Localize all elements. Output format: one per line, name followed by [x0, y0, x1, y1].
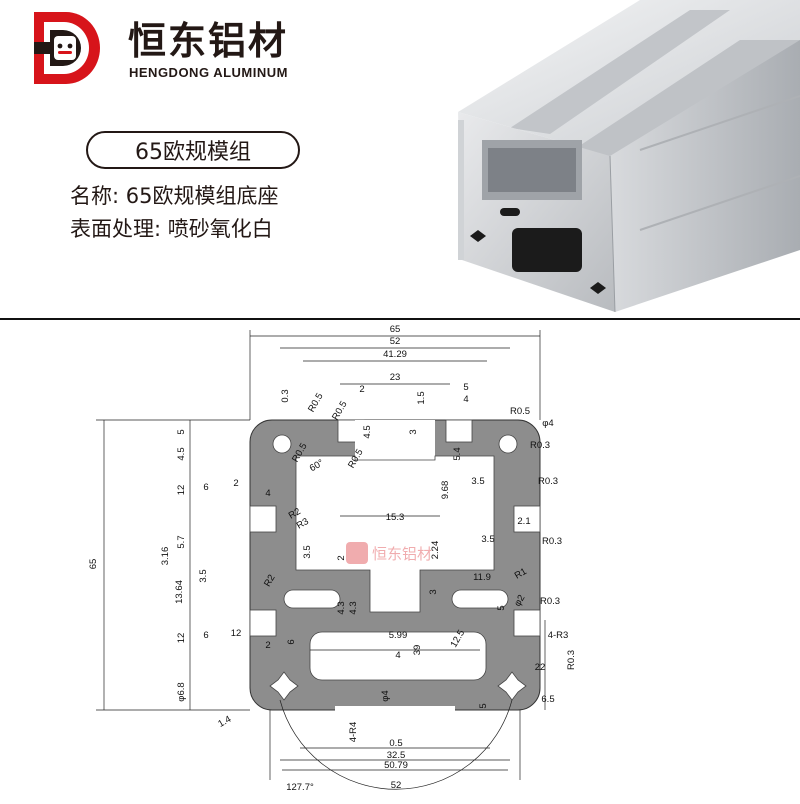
dimension-label: 3.5 [198, 569, 209, 582]
dimension-label: 9.68 [440, 481, 451, 500]
profile-3d-render [440, 0, 800, 318]
watermark-logo: 恒东铝材 [346, 542, 432, 564]
dimension-label: R2 [287, 506, 303, 522]
dimension-label: 4-R4 [348, 722, 359, 743]
dimension-label: R0.5 [510, 406, 530, 417]
dimension-label: 6 [203, 482, 208, 493]
profile-cross-section [249, 419, 541, 714]
dimension-label: R0.3 [542, 536, 562, 547]
dimension-label: 65 [88, 559, 99, 570]
dimension-label: 2 [336, 555, 347, 560]
dimension-label: 5 [176, 429, 187, 434]
dimension-label: 3 [408, 429, 419, 434]
dimension-label: 4.5 [362, 425, 373, 438]
dimension-label: 4 [265, 488, 270, 499]
brand-name-en: HENGDONG ALUMINUM [129, 65, 288, 80]
dimension-label: 5.99 [389, 630, 408, 641]
series-badge: 65欧规模组 [86, 131, 300, 169]
dimension-label: 39 [412, 645, 423, 656]
dimension-label: 41.29 [383, 349, 407, 360]
dimension-label: 6 [286, 639, 297, 644]
dimension-label: 22 [535, 662, 546, 673]
dimension-label: 6.5 [541, 694, 554, 705]
dimension-label: 3.16 [160, 547, 171, 566]
dimension-label: 65 [390, 324, 401, 335]
dimension-label: 5.7 [176, 535, 187, 548]
header: 恒东铝材 HENGDONG ALUMINUM 65欧规模组 名称: 65欧规模组… [0, 0, 800, 318]
dimension-label: 3.5 [481, 534, 494, 545]
dimension-label: 4.3 [336, 601, 347, 614]
dimension-label: R0.5 [306, 391, 326, 414]
dimension-label: 32.5 [387, 750, 406, 761]
dimension-label: 13.64 [174, 580, 185, 604]
dimension-label: 12 [231, 628, 242, 639]
dimension-label: 2.24 [430, 541, 441, 560]
dimension-label: R0.5 [330, 399, 350, 422]
dimension-label: φ6.8 [176, 682, 187, 701]
dimension-label: 2.1 [517, 516, 530, 527]
dimension-label: 2 [265, 640, 270, 651]
dimension-label: φ4 [542, 418, 553, 429]
dimension-label: 4.5 [176, 447, 187, 460]
dimension-label: 11.9 [473, 572, 491, 583]
dimension-label: R2 [262, 573, 278, 589]
dimension-label: 12 [176, 633, 187, 644]
dimension-label: 6 [203, 630, 208, 641]
dimension-label: 5.4 [452, 447, 463, 460]
dimension-label: R0.3 [540, 596, 560, 607]
dimension-label: 5 [478, 703, 489, 708]
dimension-label: R0.3 [538, 476, 558, 487]
dimension-label: 4 [395, 650, 400, 661]
dimension-label: R0.3 [566, 650, 577, 670]
dimension-label: 23 [390, 372, 401, 383]
dimension-label: 52 [391, 780, 402, 791]
brand-logo [30, 8, 106, 92]
dimension-label: R0.3 [530, 440, 550, 451]
dimension-label: φ2 [512, 593, 527, 608]
dimension-label: R1 [513, 566, 529, 582]
dimension-label: 15.3 [386, 512, 405, 523]
surface-treatment: 表面处理: 喷砂氧化白 [70, 217, 273, 241]
dimension-label: 3 [428, 589, 439, 594]
dimension-label: 127.7° [286, 782, 314, 793]
dimension-label: 4.3 [348, 601, 359, 614]
dimension-label: 1.5 [416, 391, 427, 404]
dimension-label: φ4 [380, 690, 391, 701]
product-name: 名称: 65欧规模组底座 [70, 184, 279, 208]
dimension-label: 0.5 [389, 738, 402, 749]
dimension-label: 1.4 [216, 714, 233, 730]
dimension-label: 2 [359, 384, 364, 395]
dimension-label: 52 [390, 336, 401, 347]
dimension-label: 4 [463, 394, 468, 405]
section-divider [0, 318, 800, 320]
dimension-label: 2 [233, 478, 238, 489]
watermark-text: 恒东铝材 [372, 545, 432, 563]
dimension-label: 5 [496, 605, 507, 610]
dimension-label: 0.3 [280, 389, 291, 402]
dimension-label: 4-R3 [548, 630, 569, 641]
dimension-label: 5 [463, 382, 468, 393]
dimension-lines [96, 330, 546, 790]
dimension-label: 50.79 [384, 760, 408, 771]
dimension-label: 3.5 [471, 476, 484, 487]
dimension-label: 12 [176, 485, 187, 496]
brand-name-cn: 恒东铝材 [128, 19, 289, 63]
dimension-label: R3 [295, 516, 311, 532]
dimension-label: 3.5 [302, 545, 313, 558]
